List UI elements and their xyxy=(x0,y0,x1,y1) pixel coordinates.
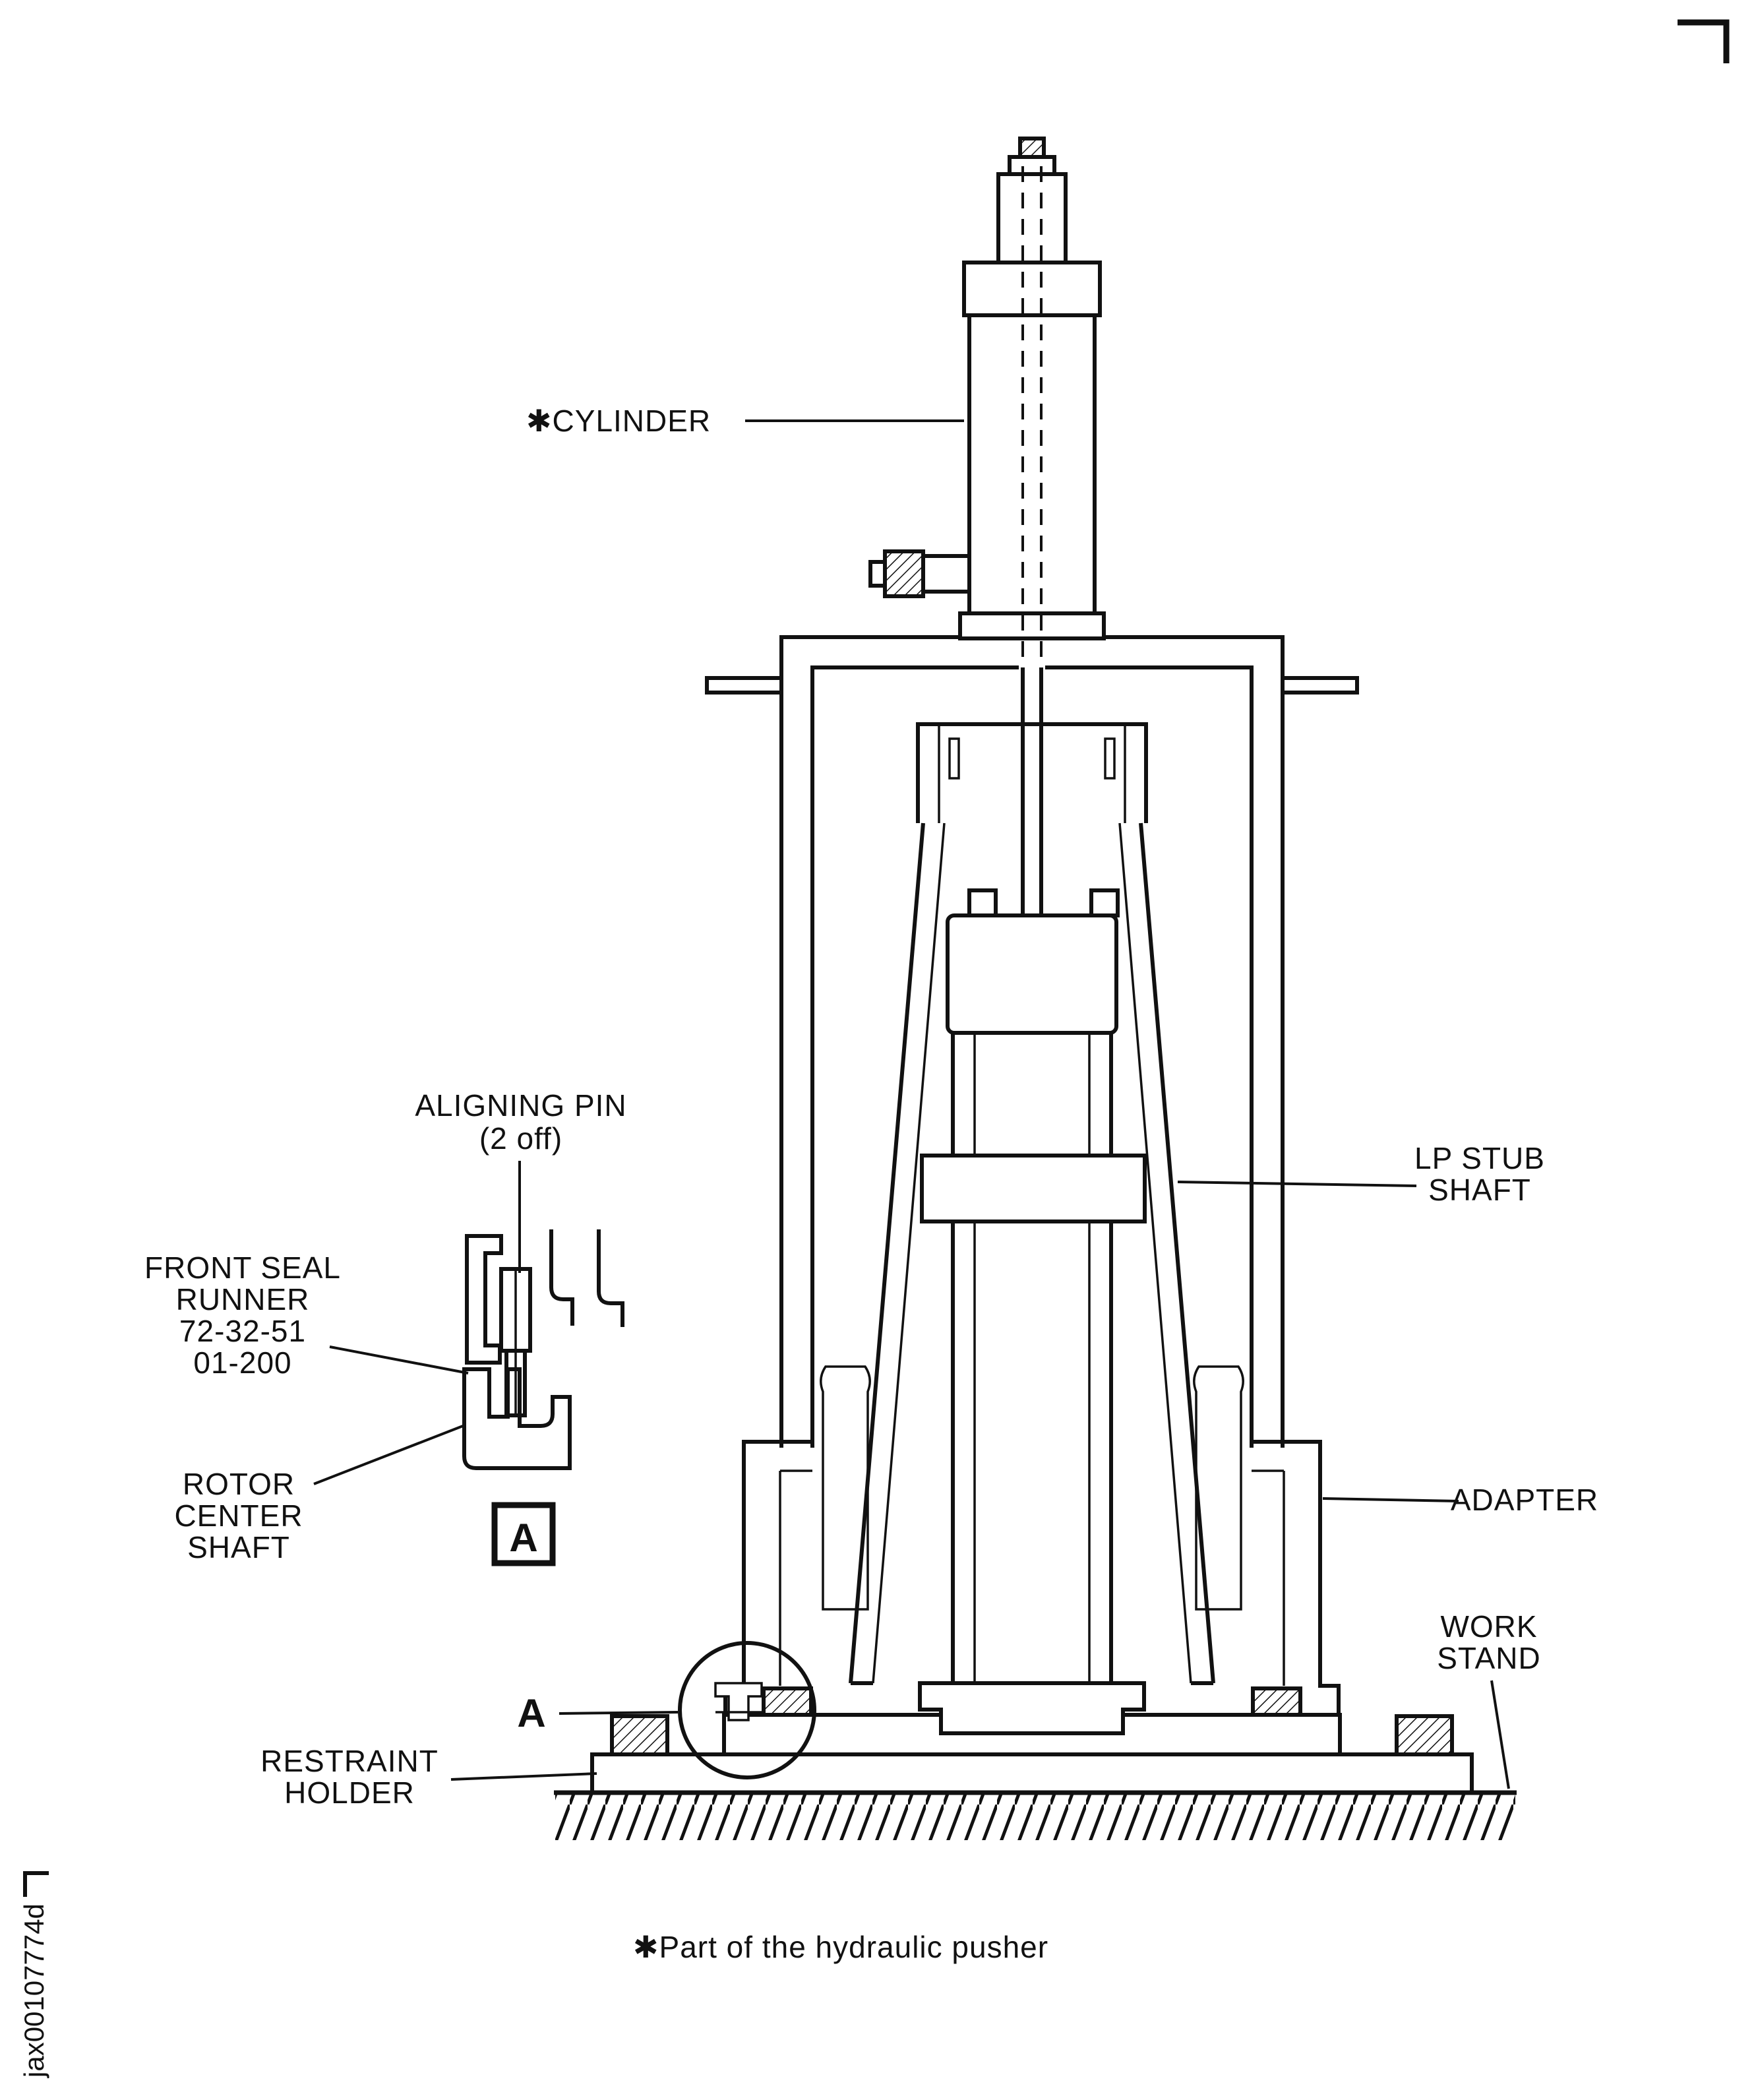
bolt-right-icon xyxy=(1395,1714,1454,1756)
work-stand-drawing xyxy=(554,1752,1517,1840)
front-seal-runner-leader xyxy=(329,1345,469,1374)
shaft-collar xyxy=(920,1154,1147,1223)
front-seal-runner-label-line3: 72-32-51 xyxy=(179,1314,306,1348)
cylinder-drawing xyxy=(868,137,1106,667)
work-stand-label-line2: STAND xyxy=(1437,1641,1541,1675)
figure-code: jax00107774d xyxy=(18,1903,49,2079)
cylinder-barrel xyxy=(967,313,1097,615)
bolt-left-icon xyxy=(610,1714,669,1756)
front-seal-runner-label-line1: FRONT SEAL xyxy=(144,1251,341,1285)
detail-a-view-drawing xyxy=(462,1229,624,1470)
lp-stub-shaft-drawing xyxy=(849,822,1215,1735)
shaft-base-flange xyxy=(918,1681,1146,1735)
shaft-top-bolt-left-icon xyxy=(967,888,998,917)
cylinder-label: ✱CYLINDER xyxy=(526,404,711,438)
detail-box: A xyxy=(491,1502,556,1566)
cylinder-cap xyxy=(962,261,1102,317)
cylinder-base-step xyxy=(958,611,1106,640)
valve-tip xyxy=(868,560,887,588)
front-seal-runner-label-line2: RUNNER xyxy=(176,1282,310,1316)
aligning-pin-label-line1: ALIGNING PIN xyxy=(415,1088,626,1123)
flange-bolt-right-icon xyxy=(1251,1686,1302,1717)
ground-hatch xyxy=(555,1794,1515,1840)
housing-drawing xyxy=(705,635,1359,1448)
shaft-center-block xyxy=(946,913,1118,1035)
aligning-pin-label-line2: (2 off) xyxy=(479,1121,562,1156)
rotor-center-shaft-leader xyxy=(313,1425,464,1485)
rotor-center-shaft-label-line3: SHAFT xyxy=(187,1530,290,1564)
restraint-holder-label-line2: HOLDER xyxy=(284,1776,415,1810)
valve-block xyxy=(921,554,971,594)
front-seal-runner-label-line4: 01-200 xyxy=(193,1345,291,1380)
detail-callout-label: A xyxy=(517,1691,545,1735)
adapter-label: ADAPTER xyxy=(1451,1483,1598,1517)
adapter-leader xyxy=(1322,1497,1459,1502)
work-stand-label-line1: WORK xyxy=(1440,1609,1537,1644)
rotor-center-shaft-label-line1: ROTOR xyxy=(183,1467,295,1501)
housing-flange-right xyxy=(1281,676,1359,695)
adapter-drawing xyxy=(723,1365,1341,1717)
lp-stub-shaft-label-line1: LP STUB xyxy=(1414,1141,1545,1175)
corner-mark-bottom-left xyxy=(23,1871,49,1897)
work-stand-leader xyxy=(1490,1680,1510,1789)
detail-a-circle xyxy=(678,1641,816,1779)
restraint-clamp-detail xyxy=(714,1682,763,1721)
lp-stub-shaft-leader xyxy=(1177,1181,1417,1187)
footnote: ✱Part of the hydraulic pusher xyxy=(633,1930,1048,1964)
lp-stub-shaft-label-line2: SHAFT xyxy=(1428,1173,1531,1207)
housing-flange-left xyxy=(705,676,783,695)
cylinder-neck xyxy=(996,172,1068,264)
corner-mark-top-right xyxy=(1678,19,1730,63)
detail-callout-leader xyxy=(559,1711,679,1715)
flange-bolt-left-icon xyxy=(762,1686,813,1717)
rotor-center-shaft-label-line2: CENTER xyxy=(174,1498,303,1533)
leader-lines xyxy=(313,419,1510,1789)
restraint-holder-label-line1: RESTRAINT xyxy=(260,1744,439,1778)
detail-box-label: A xyxy=(509,1516,537,1560)
cylinder-collar xyxy=(1008,155,1056,176)
valve-bolt-icon xyxy=(883,549,925,598)
restraint-holder-leader xyxy=(450,1772,597,1781)
pusher-head-drawing xyxy=(916,667,1148,915)
cylinder-top-bolt-icon xyxy=(1018,137,1046,159)
shaft-top-bolt-right-icon xyxy=(1089,888,1120,917)
